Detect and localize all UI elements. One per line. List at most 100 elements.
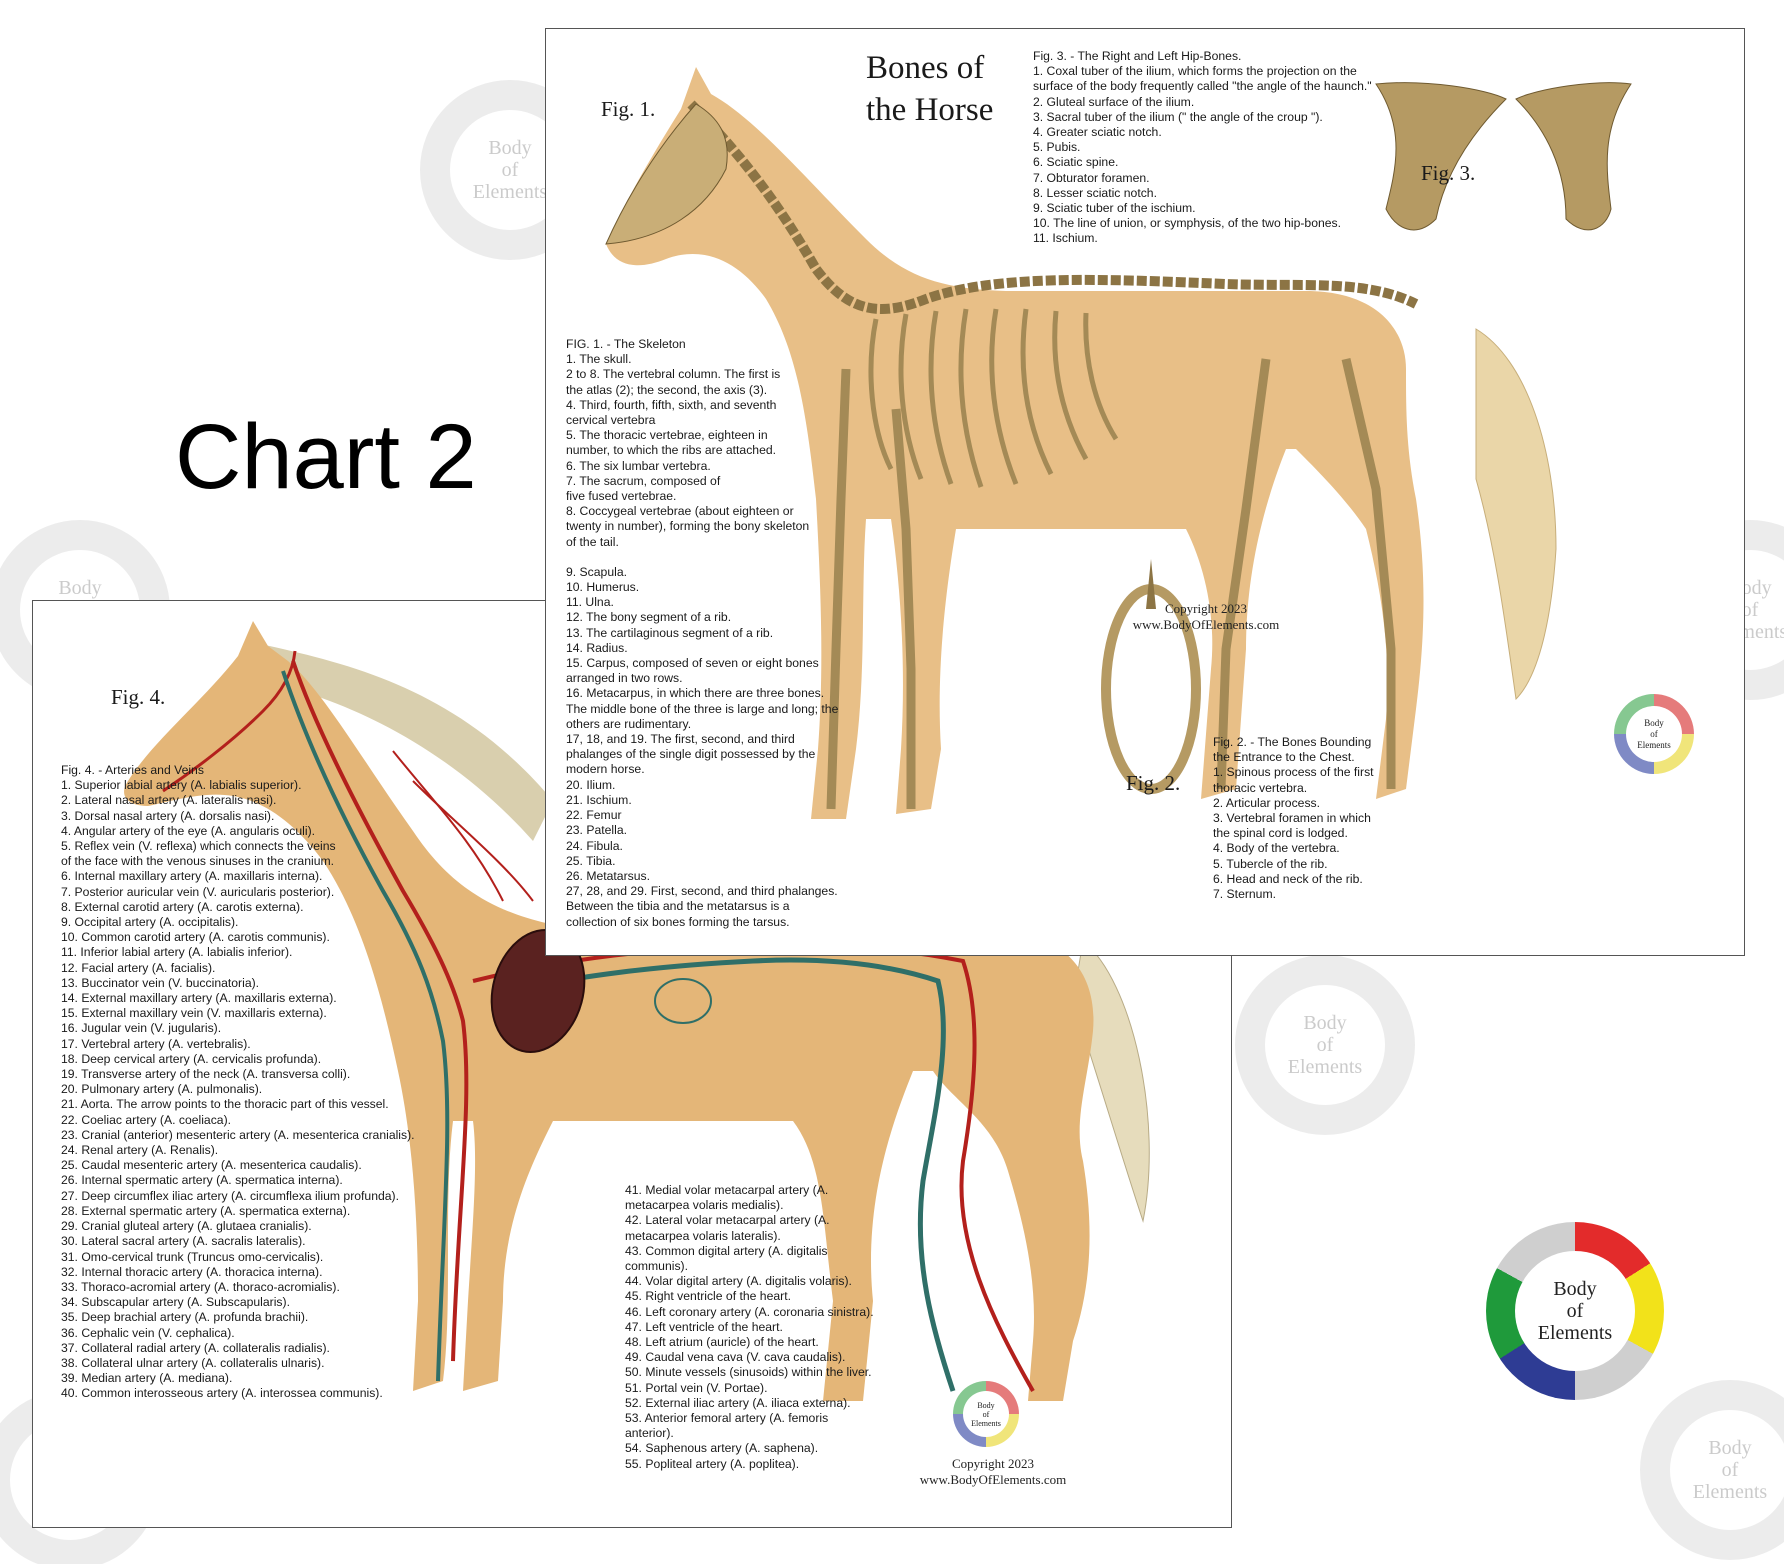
arteries-copyright: Copyright 2023 www.BodyOfElements.com — [919, 1456, 1067, 1487]
fig2-label: Fig. 2. — [1126, 771, 1181, 795]
fig4-legend-b: 41. Medial volar metacarpal artery (A. m… — [625, 1183, 874, 1472]
watermark-logo: Body of Elements — [1235, 955, 1415, 1135]
legend-line: FIG. 1. - The Skeleton — [566, 337, 686, 351]
legend-line: 11. Inferior labial artery (A. labialis … — [61, 945, 293, 960]
legend-line: 22. Coeliac artery (A. coeliaca). — [61, 1112, 232, 1127]
legend-line: 17, 18, and 19. The first, second, and t… — [566, 732, 795, 747]
fig3-label: Fig. 3. — [1421, 161, 1476, 185]
legend-line: 37. Collateral radial artery (A. collate… — [61, 1340, 330, 1355]
arteries-mini-logo: Body of Elements — [953, 1381, 1019, 1447]
legend-line: 10. Humerus. — [566, 580, 640, 595]
legend-line: 1. Spinous process of the first — [1213, 765, 1374, 780]
legend-line: 55. Popliteal artery (A. poplitea). — [625, 1456, 800, 1471]
legend-line: 15. External maxillary vein (V. maxillar… — [61, 1006, 327, 1021]
legend-line: others are rudimentary. — [566, 716, 692, 731]
bones-mini-logo: Body of Elements — [1614, 694, 1694, 774]
arteries-horse-illustration — [124, 621, 1150, 1401]
legend-line: 23. Patella. — [566, 823, 627, 838]
legend-line: 21. Aorta. The arrow points to the thora… — [61, 1097, 389, 1112]
legend-line: 4. Third, fourth, fifth, sixth, and seve… — [566, 397, 777, 412]
legend-line: 5. Tubercle of the rib. — [1213, 856, 1328, 871]
legend-line: 7. The sacrum, composed of — [566, 473, 721, 488]
legend-line: 6. Sciatic spine. — [1033, 155, 1119, 170]
legend-line: 1. Coxal tuber of the ilium, which forms… — [1033, 64, 1357, 79]
legend-line: 48. Left atrium (auricle) of the heart. — [625, 1335, 819, 1350]
legend-line: 51. Portal vein (V. Portae). — [625, 1380, 768, 1395]
legend-line: twenty in number), forming the bony skel… — [566, 519, 810, 534]
legend-line: 6. Internal maxillary artery (A. maxilla… — [61, 869, 323, 884]
legend-line: 15. Carpus, composed of seven or eight b… — [566, 656, 819, 671]
legend-line: 10. Common carotid artery (A. carotis co… — [61, 930, 330, 945]
legend-line: 53. Anterior femoral artery (A. femoris — [625, 1411, 829, 1426]
legend-line: 16. Jugular vein (V. jugularis). — [61, 1021, 222, 1036]
legend-line: 27, 28, and 29. First, second, and third… — [566, 884, 838, 899]
legend-line: 40. Common interosseous artery (A. inter… — [61, 1386, 383, 1401]
legend-line: 3. Vertebral foramen in which — [1213, 811, 1371, 826]
legend-line: 10. The line of union, or symphysis, of … — [1033, 216, 1342, 231]
legend-line: 33. Thoraco-acromial artery (A. thoraco-… — [61, 1279, 340, 1294]
legend-line: 24. Renal artery (A. Renalis). — [61, 1143, 219, 1158]
legend-line: 2 to 8. The vertebral column. The first … — [566, 367, 781, 382]
legend-line: 16. Metacarpus, in which there are three… — [566, 686, 825, 701]
legend-line: five fused vertebrae. — [566, 489, 677, 504]
legend-line: 8. External carotid artery (A. carotis e… — [61, 899, 304, 914]
legend-line: metacarpea volaris medialis). — [625, 1198, 784, 1213]
legend-line: 2. Articular process. — [1213, 795, 1321, 810]
legend-line: 50. Minute vessels (sinusoids) within th… — [625, 1365, 872, 1380]
legend-line: 4. Greater sciatic notch. — [1033, 125, 1162, 140]
fig2-legend: Fig. 2. - The Bones Bounding the Entranc… — [1213, 735, 1374, 902]
legend-line: 7. Posterior auricular vein (V. auricula… — [61, 884, 335, 899]
bones-title: Bones of the Horse — [866, 50, 994, 128]
legend-line: surface of the body frequently called "t… — [1033, 79, 1372, 94]
legend-line: 23. Cranial (anterior) mesenteric artery… — [61, 1127, 415, 1142]
legend-line: 52. External iliac artery (A. iliaca ext… — [625, 1395, 851, 1410]
legend-line: 43. Common digital artery (A. digitalis — [625, 1243, 828, 1258]
brand-logo: Body of Elements — [1486, 1222, 1664, 1400]
legend-line: 32. Internal thoracic artery (A. thoraci… — [61, 1264, 323, 1279]
legend-line: cervical vertebra — [566, 413, 656, 428]
legend-line: Fig. 2. - The Bones Bounding — [1213, 735, 1372, 749]
legend-line: 4. Body of the vertebra. — [1213, 841, 1340, 856]
legend-line: 24. Fibula. — [566, 838, 623, 853]
legend-line: 9. Scapula. — [566, 564, 627, 579]
legend-line: 28. External spermatic artery (A. sperma… — [61, 1203, 351, 1218]
legend-line: collection of six bones forming the tars… — [566, 914, 790, 929]
legend-line: 1. Superior labial artery (A. labialis s… — [61, 778, 302, 793]
legend-line: 38. Collateral ulnar artery (A. collater… — [61, 1355, 325, 1370]
legend-line: 14. External maxillary artery (A. maxill… — [61, 991, 337, 1006]
legend-line: the Entrance to the Chest. — [1213, 750, 1355, 765]
legend-line: 22. Femur — [566, 808, 622, 823]
legend-line: Fig. 3. - The Right and Left Hip-Bones. — [1033, 49, 1242, 63]
legend-line: 11. Ischium. — [1033, 231, 1098, 246]
legend-line: 4. Angular artery of the eye (A. angular… — [61, 823, 316, 838]
legend-line: 30. Lateral sacral artery (A. sacralis l… — [61, 1234, 306, 1249]
legend-line: 26. Metatarsus. — [566, 868, 650, 883]
fig1-legend: FIG. 1. - The Skeleton 1. The skull. 2 t… — [566, 337, 838, 930]
legend-line: 25. Tibia. — [566, 853, 616, 868]
legend-line: The middle bone of the three is large an… — [566, 701, 839, 716]
legend-line: 6. Head and neck of the rib. — [1213, 871, 1363, 886]
legend-line: anterior). — [625, 1426, 674, 1441]
legend-line: Fig. 4. - Arteries and Veins — [61, 763, 204, 777]
legend-line: Between the tibia and the metatarsus is … — [566, 899, 790, 914]
legend-line: 27. Deep circumflex iliac artery (A. cir… — [61, 1188, 399, 1203]
legend-line: modern horse. — [566, 762, 645, 777]
legend-line: 11. Ulna. — [566, 595, 614, 610]
legend-line: 1. The skull. — [566, 352, 632, 367]
legend-line: 13. Buccinator vein (V. buccinatoria). — [61, 975, 260, 990]
legend-line: 49. Caudal vena cava (V. cava caudalis). — [625, 1350, 846, 1365]
legend-line: of the tail. — [566, 534, 619, 549]
legend-line: 21. Ischium. — [566, 792, 632, 807]
fig4-legend-a: Fig. 4. - Arteries and Veins 1. Superior… — [61, 763, 415, 1402]
legend-line: 8. Lesser sciatic notch. — [1033, 185, 1157, 200]
legend-line: 41. Medial volar metacarpal artery (A. — [625, 1183, 829, 1197]
legend-line: 31. Omo-cervical trunk (Truncus omo-cerv… — [61, 1249, 324, 1264]
legend-line: number, to which the ribs are attached. — [566, 443, 777, 458]
legend-line: 26. Internal spermatic artery (A. sperma… — [61, 1173, 343, 1188]
legend-line: the spinal cord is lodged. — [1213, 826, 1348, 841]
legend-line: 34. Subscapular artery (A. Subscapularis… — [61, 1295, 290, 1310]
legend-line: of the face with the venous sinuses in t… — [61, 854, 335, 869]
fig3-legend: Fig. 3. - The Right and Left Hip-Bones. … — [1033, 49, 1372, 247]
legend-line: 20. Pulmonary artery (A. pulmonalis). — [61, 1082, 263, 1097]
legend-line: 20. Ilium. — [566, 777, 616, 792]
